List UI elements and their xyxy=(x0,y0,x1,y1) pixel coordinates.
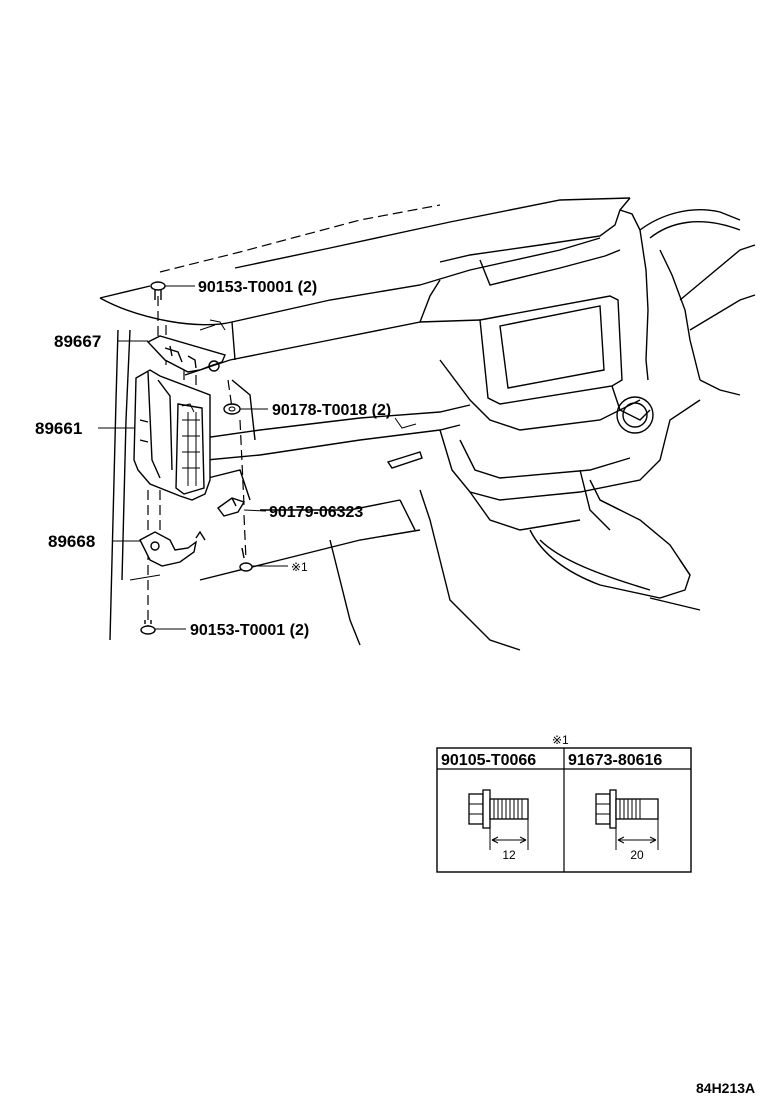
callout-nut: 90178-T0018 (2) xyxy=(272,402,391,419)
bolt-legend-table: ※1 90105-T0066 91673-80616 12 xyxy=(436,733,692,873)
callout-bolt-top: 90153-T0001 (2) xyxy=(198,279,317,296)
callout-bracket-lower: 89668 xyxy=(48,532,95,551)
bolt-ref-icon xyxy=(239,547,253,572)
legend-dimension-2: 20 xyxy=(630,848,644,862)
legend-marker: ※1 xyxy=(552,733,569,747)
callout-bolt-bottom: 90153-T0001 (2) xyxy=(190,622,309,639)
legend-part-number-2: 91673-80616 xyxy=(568,752,662,769)
lower-bracket-icon xyxy=(139,530,206,567)
callout-clip: 90179-06323 xyxy=(269,504,363,521)
dashboard-outline xyxy=(99,197,756,651)
callout-ecu: 89661 xyxy=(35,419,82,438)
callout-bolt-ref: ※1 xyxy=(291,560,308,574)
legend-part-number-1: 90105-T0066 xyxy=(441,752,536,769)
washer-bolt-20-icon: 20 xyxy=(595,789,659,862)
ecu-unit-icon xyxy=(133,369,211,501)
nut-icon xyxy=(223,403,241,415)
flange-bolt-12-icon: 12 xyxy=(468,789,529,862)
bolt-top-icon xyxy=(150,281,166,300)
clip-icon xyxy=(217,497,246,517)
leader-lines xyxy=(98,285,288,630)
bolt-bottom-icon xyxy=(140,620,156,635)
illustration-code: 84H213A xyxy=(696,1080,755,1096)
callout-bracket-upper: 89667 xyxy=(54,332,101,351)
upper-bracket-icon xyxy=(146,335,226,373)
legend-dimension-1: 12 xyxy=(502,848,516,862)
